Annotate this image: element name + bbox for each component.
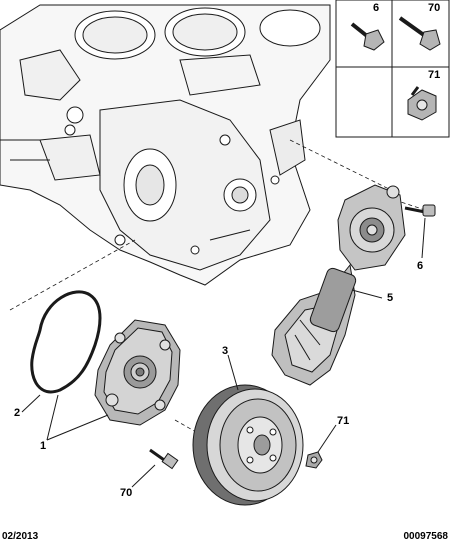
bolt-70-lower <box>149 448 179 470</box>
water-pump <box>94 319 181 426</box>
inset-label-71: 71 <box>428 69 441 81</box>
callout-3: 3 <box>222 345 229 357</box>
diagram-reference: 00097568 <box>403 531 449 542</box>
callout-6: 6 <box>417 260 424 272</box>
fasteners-inset <box>335 0 450 138</box>
inset-bolt-70 <box>398 16 441 51</box>
inset-bolt-6 <box>350 22 385 51</box>
callout-70: 70 <box>120 487 133 499</box>
inset-nut-71 <box>407 86 437 121</box>
belt-tensioner <box>271 184 406 386</box>
engine-block <box>0 4 331 286</box>
callout-2: 2 <box>14 407 21 419</box>
inset-label-70: 70 <box>428 2 441 14</box>
bolt-6 <box>404 204 436 217</box>
date-code: 02/2013 <box>2 531 39 542</box>
leader-lines <box>21 217 426 488</box>
nut-71 <box>305 451 323 469</box>
inset-label-6: 6 <box>373 2 380 14</box>
water-pump-pulley <box>192 384 304 506</box>
callout-1: 1 <box>40 440 47 452</box>
water-pump-gasket <box>30 290 102 394</box>
callout-71: 71 <box>337 415 350 427</box>
callout-5: 5 <box>387 292 394 304</box>
